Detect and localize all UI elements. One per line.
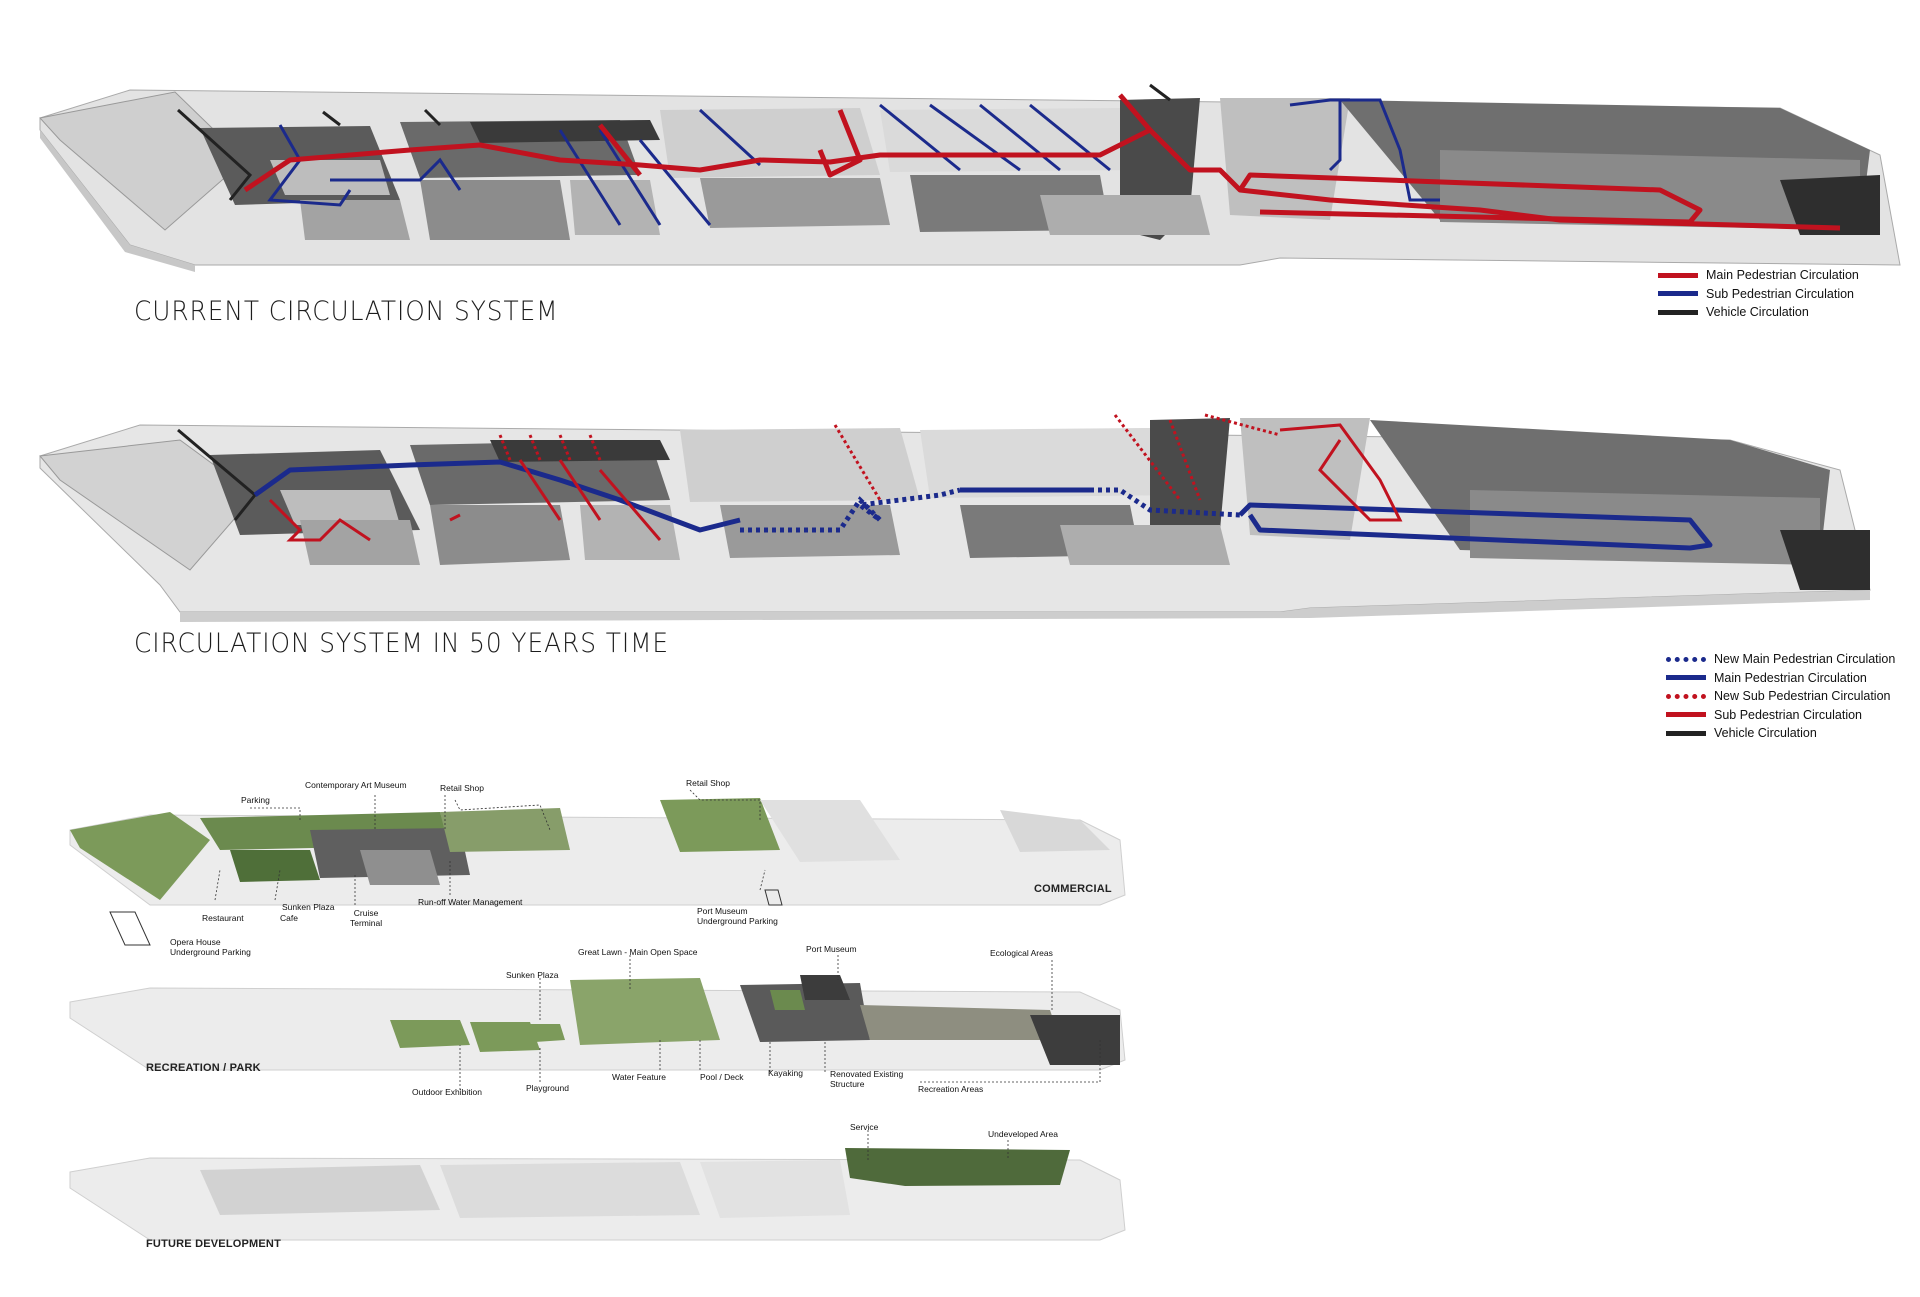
new-sub-pedestrian-lines — [498, 413, 1281, 501]
faded-blocks — [200, 1160, 850, 1218]
site-base-edge — [180, 590, 1870, 622]
label-great-lawn: Great Lawn - Main Open Space — [578, 947, 698, 957]
legend-label: New Main Pedestrian Circulation — [1714, 652, 1896, 667]
legend-future: New Main Pedestrian Circulation Main Ped… — [1666, 650, 1895, 743]
title-future-development: FUTURE DEVELOPMENT — [146, 1238, 281, 1250]
recreation-zones — [390, 975, 1120, 1065]
label-retail-shop: Retail Shop — [440, 783, 484, 793]
legend-label: New Sub Pedestrian Circulation — [1714, 689, 1891, 704]
label-pool-deck: Pool / Deck — [700, 1072, 744, 1082]
label-restaurant: Restaurant — [202, 913, 244, 923]
undeveloped-area — [845, 1148, 1070, 1186]
legend-label: Vehicle Circulation — [1706, 305, 1809, 320]
legend-item: Main Pedestrian Circulation — [1666, 669, 1895, 688]
sub-pedestrian-lines — [267, 98, 1440, 226]
label-service: Service — [850, 1122, 879, 1132]
label-outdoor-exhibition: Outdoor Exhibition — [412, 1087, 482, 1097]
legend-swatch — [1666, 656, 1706, 662]
label-opera-parking: Opera House Underground Parking — [170, 937, 251, 957]
label-cruise-terminal: Cruise Terminal — [350, 908, 383, 928]
commercial-zones — [200, 798, 1110, 885]
title-recreation: RECREATION / PARK — [146, 1062, 261, 1074]
legend-label: Sub Pedestrian Circulation — [1706, 286, 1854, 301]
legend-swatch — [1666, 730, 1706, 736]
legend-current: Main Pedestrian Circulation Sub Pedestri… — [1658, 266, 1859, 322]
port-museum-parking-box — [764, 889, 783, 906]
title-future: CIRCULATION SYSTEM IN 50 YEARS TIME — [134, 628, 670, 659]
label-art-museum: Contemporary Art Museum — [305, 780, 407, 790]
label-sunken-plaza: Sunken Plaza — [282, 902, 335, 912]
leader-lines — [459, 955, 1101, 1090]
legend-label: Main Pedestrian Circulation — [1706, 268, 1859, 283]
legend-item: Sub Pedestrian Circulation — [1658, 285, 1859, 304]
green-headland — [70, 812, 210, 900]
new-main-pedestrian-lines — [740, 487, 1241, 533]
label-playground: Playground — [526, 1083, 570, 1093]
title-current: CURRENT CIRCULATION SYSTEM — [134, 296, 559, 327]
label-water-feature: Water Feature — [612, 1072, 667, 1082]
building-blocks — [210, 418, 1870, 590]
label-recreation-areas: Recreation Areas — [918, 1084, 984, 1094]
leader-lines — [214, 789, 766, 905]
legend-item: New Sub Pedestrian Circulation — [1666, 687, 1895, 706]
vehicle-circulation-lines — [176, 83, 1171, 201]
label-kayaking: Kayaking — [768, 1068, 803, 1078]
label-sunken-plaza: Sunken Plaza — [506, 970, 559, 980]
label-retail-shop: Retail Shop — [686, 778, 730, 788]
legend-swatch — [1666, 675, 1706, 681]
label-cafe: Cafe — [280, 913, 298, 923]
label-port-museum-parking: Port Museum Underground Parking — [697, 906, 778, 926]
legend-swatch — [1666, 693, 1706, 699]
legend-item: Sub Pedestrian Circulation — [1666, 706, 1895, 725]
legend-swatch — [1666, 712, 1706, 718]
label-renovated: Renovated Existing Structure — [830, 1069, 904, 1089]
legend-label: Sub Pedestrian Circulation — [1714, 707, 1862, 722]
legend-swatch — [1658, 291, 1698, 297]
label-ecological: Ecological Areas — [990, 948, 1053, 958]
legend-item: Vehicle Circulation — [1666, 724, 1895, 743]
legend-item: New Main Pedestrian Circulation — [1666, 650, 1895, 669]
opera-parking-box — [109, 911, 151, 946]
title-commercial: COMMERCIAL — [1034, 883, 1112, 895]
sub-pedestrian-lines — [268, 423, 1403, 542]
legend-swatch — [1658, 272, 1698, 278]
headland — [39, 439, 256, 571]
label-runoff: Run-off Water Management — [418, 897, 523, 907]
legend-item: Vehicle Circulation — [1658, 303, 1859, 322]
label-port-museum: Port Museum — [806, 944, 857, 954]
legend-label: Main Pedestrian Circulation — [1714, 670, 1867, 685]
main-pedestrian-lines — [243, 93, 1841, 231]
legend-label: Vehicle Circulation — [1714, 726, 1817, 741]
label-undeveloped: Undeveloped Area — [988, 1129, 1058, 1139]
legend-swatch — [1658, 309, 1698, 315]
main-pedestrian-lines — [253, 459, 1713, 551]
leader-lines — [867, 1130, 1009, 1160]
headland — [39, 91, 246, 231]
label-parking: Parking — [241, 795, 270, 805]
legend-item: Main Pedestrian Circulation — [1658, 266, 1859, 285]
